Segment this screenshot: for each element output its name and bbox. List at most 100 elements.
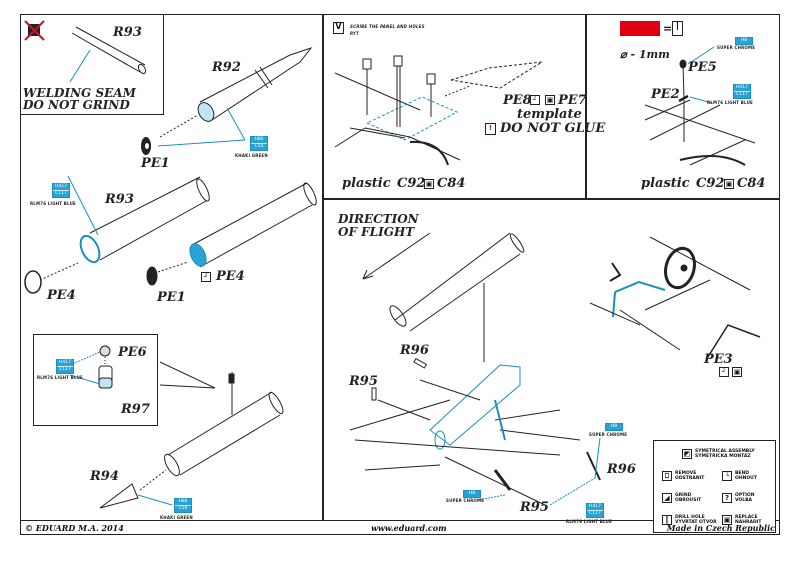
part-label-c84-middle: C84 — [437, 176, 466, 191]
scribe-template-drawing — [334, 55, 543, 166]
part-label-pe4-left: PE4 — [47, 288, 76, 303]
diameter-note: ⌀ - 1mm — [620, 48, 670, 61]
part-label-r95-bottom: R95 — [520, 500, 549, 515]
paint-code-khaki-green-1: H80 C54 — [250, 136, 268, 151]
direction-of-flight-line2: OF FLIGHT — [338, 225, 415, 239]
legend-item-grind: ◢ GRIND OBROUSIT — [662, 493, 701, 503]
paint-name-light-blue-1: RLM76 LIGHT BLUE — [30, 201, 76, 206]
paint-code-h: H80 — [251, 137, 267, 143]
panel-divider-vertical — [322, 14, 324, 521]
equals-sign: = — [663, 22, 673, 35]
replace-icon: ▣ — [722, 515, 732, 525]
paint-code-super-chrome-1: H8 — [605, 423, 623, 431]
replace-icon: ▣ — [545, 95, 555, 105]
pe3-drawing — [589, 236, 761, 361]
paint-code-khaki-green-2: H80 C54 — [174, 498, 192, 513]
red-swatch — [620, 21, 660, 36]
paint-code-c: C117 — [734, 92, 750, 98]
paint-name-super-chrome-1: SUPER CHROME — [589, 432, 628, 437]
paint-name-khaki-green-2: KHAKI GREEN — [160, 515, 193, 520]
tube-with-r94-nose — [99, 361, 284, 509]
paint-code-light-blue-2: H417 C117 — [56, 359, 74, 374]
paint-name-light-blue-2: RLM76 LIGHT BLUE — [37, 375, 83, 380]
drill-hole-icon: ┃ — [662, 515, 672, 525]
paint-code-h: H8 — [464, 491, 480, 497]
paint-code-super-chrome-top: H8 — [735, 37, 753, 45]
direction-of-flight-line1: DIRECTION — [338, 212, 419, 226]
paint-code-h: H417 — [57, 360, 73, 366]
paint-code-c: C117 — [53, 191, 69, 197]
paint-code-light-blue-1: H417 C117 — [52, 183, 70, 198]
paint-code-light-blue-top-right: H417 C117 — [733, 84, 751, 99]
part-label-c92-right: C92 — [696, 176, 725, 191]
paint-name-super-chrome-2: SUPER CHROME — [446, 498, 485, 503]
part-label-pe3: PE3 — [704, 352, 733, 367]
part-label-pe2: PE2 — [651, 87, 680, 102]
part-label-r93-inset: R93 — [113, 25, 142, 40]
symbol-legend: ◩ SYMETRICAL ASSEMBLY SYMETRICKA MONTAZ … — [653, 440, 776, 533]
made-in: Made in Czech Republic — [666, 523, 775, 533]
bend-icon: ┘ — [530, 95, 540, 105]
scribe-note: SCRIBE THE PANEL AND HOLES — [350, 24, 425, 29]
copyright: © EDUARD M.A. 2014 — [25, 523, 124, 533]
part-label-r96-top: R96 — [400, 343, 429, 358]
direction-of-flight-arrow — [362, 232, 431, 280]
part-label-pe7: PE7 — [558, 93, 587, 108]
legend-item-drill-hole: ┃ DRILL HOLE VYVRTAT OTVOR — [662, 515, 717, 525]
do-not-glue-label: DO NOT GLUE — [500, 121, 606, 136]
paint-code-c: C117 — [587, 511, 603, 517]
paint-code-h: H417 — [53, 184, 69, 190]
pe6-r97-detail — [69, 345, 113, 389]
scribe-note-line2: RYT — [350, 31, 359, 36]
instruction-sheet-frame — [20, 14, 780, 521]
paint-code-h: H8 — [736, 38, 752, 44]
template-label: template — [517, 107, 582, 122]
part-label-pe4-right: PE4 — [216, 269, 245, 284]
legend-item-remove: ⎕ REMOVE ODSTRANIT — [662, 471, 704, 481]
part-label-c92-middle: C92 — [397, 176, 426, 191]
pe1-washer-top — [141, 137, 151, 155]
symmetrical-assembly-icon: ◩ — [682, 449, 692, 459]
bend-icon: ┘ — [719, 367, 729, 377]
paint-code-c: C54 — [251, 144, 267, 150]
part-label-r97: R97 — [121, 402, 150, 417]
part-label-r93: R93 — [105, 192, 134, 207]
replace-icon: ▣ — [724, 179, 734, 189]
do-not-icon — [24, 20, 45, 41]
pylon-assembly-drawing — [349, 232, 601, 506]
legend-text: DRILL HOLE VYVRTAT OTVOR — [675, 515, 717, 525]
legend-item-bend: ╰ BEND OHNOUT — [722, 471, 757, 481]
r93-inset-tube — [69, 26, 147, 83]
plastic-label-middle: plastic — [342, 176, 391, 191]
legend-text: BEND OHNOUT — [735, 471, 757, 481]
legend-text: REMOVE ODSTRANIT — [675, 471, 705, 481]
warning-icon: ! — [485, 123, 496, 135]
welding-seam-inset — [20, 14, 164, 115]
paint-code-light-blue-bottom: H417 C117 — [586, 503, 604, 518]
legend-item-option: ? OPTION VOLBA — [722, 493, 754, 503]
replace-icon: ▣ — [424, 179, 434, 189]
paint-code-super-chrome-2: H8 — [463, 490, 481, 498]
part-label-pe5: PE5 — [688, 60, 717, 75]
footer-bar: © EDUARD M.A. 2014 www.eduard.com Made i… — [20, 521, 780, 535]
bend-icon: ╰ — [722, 471, 732, 481]
paint-code-c: C54 — [175, 506, 191, 512]
part-label-r95-top: R95 — [349, 374, 378, 389]
paint-code-h: H417 — [734, 85, 750, 91]
paint-name-light-blue-bottom: RLM76 LIGHT BLUE — [566, 519, 612, 524]
grind-icon: ◢ — [662, 493, 672, 503]
r93-tube-left — [24, 175, 210, 294]
welding-seam-note-line1: WELDING SEAM — [23, 86, 136, 100]
paint-code-h: H80 — [175, 499, 191, 505]
website-link[interactable]: www.eduard.com — [371, 523, 447, 533]
welding-seam-note-line2: DO NOT GRIND — [23, 98, 130, 112]
part-label-pe1-top: PE1 — [141, 156, 170, 171]
bend-icon: ┘ — [201, 272, 211, 282]
part-label-r96-bottom: R96 — [607, 462, 636, 477]
legend-text: REPLACE NAHRADIT — [735, 515, 762, 525]
panel-divider-top-right — [585, 14, 587, 199]
paint-code-h: H417 — [587, 504, 603, 510]
legend-text: OPTION VOLBA — [735, 493, 755, 503]
legend-item-symmetrical-assembly: ◩ SYMETRICAL ASSEMBLY SYMETRICKA MONTAZ — [682, 449, 755, 459]
